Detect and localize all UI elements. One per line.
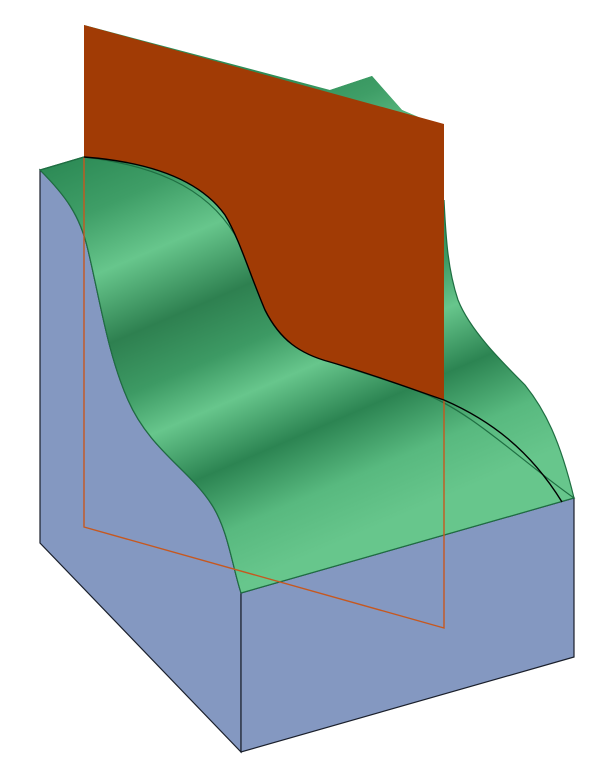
cutting-plane-outline — [83, 157, 445, 629]
block-top-edge — [39, 156, 85, 171]
cutting-plane — [84, 25, 444, 400]
surface-right-edge — [443, 199, 575, 499]
intersection-curve — [83, 156, 563, 503]
